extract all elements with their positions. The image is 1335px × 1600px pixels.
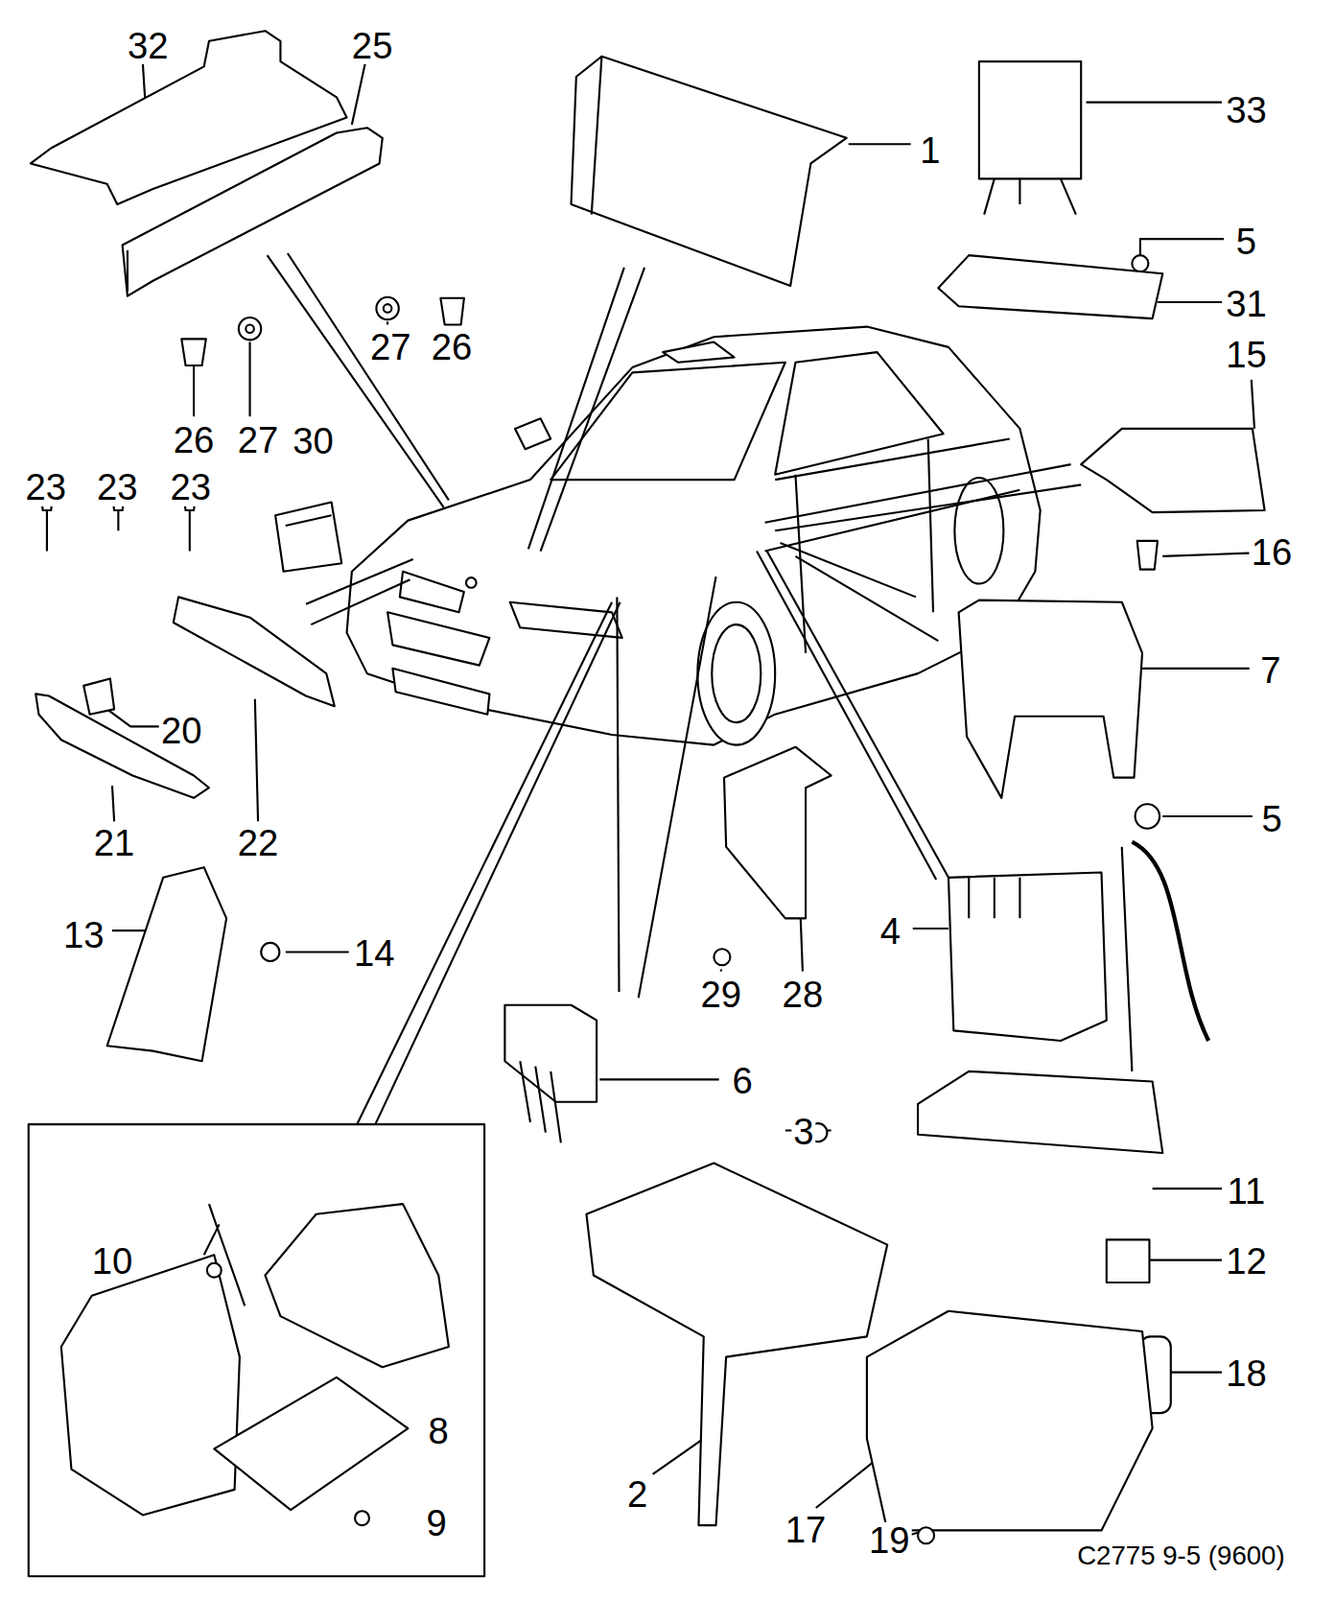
callout-number: 12: [1223, 1242, 1269, 1280]
callout-number: 26: [171, 421, 217, 459]
callout-number: 3: [791, 1113, 816, 1150]
callout-number: 5: [1259, 800, 1284, 838]
callout-number: 32: [125, 27, 171, 65]
callout-number: 7: [1258, 652, 1283, 689]
callout-number: 28: [780, 976, 826, 1013]
callout-number: 33: [1223, 92, 1269, 129]
callout-number: 22: [235, 824, 282, 862]
callout-number: 23: [168, 468, 214, 506]
callout-number: 29: [699, 976, 745, 1013]
callout-number: 8: [426, 1412, 451, 1450]
callout-number: 23: [94, 468, 141, 506]
callout-number: 25: [350, 27, 396, 65]
callout-number: 19: [866, 1522, 913, 1559]
callout-number: 6: [730, 1062, 755, 1100]
callout-number: 23: [23, 468, 70, 506]
callout-number: 15: [1223, 336, 1269, 374]
callout-number: 20: [159, 712, 205, 750]
callout-number: 17: [783, 1511, 829, 1548]
callout-number: 10: [90, 1242, 136, 1280]
callout-number: 21: [92, 824, 138, 862]
callout-number: 14: [351, 935, 398, 972]
callout-number: 11: [1225, 1172, 1268, 1210]
callout-number: 5: [1234, 223, 1259, 260]
callout-number: 30: [290, 422, 336, 460]
callout-number: 2: [625, 1475, 650, 1513]
callout-number: 27: [235, 421, 282, 459]
leader-lines: [107, 63, 1255, 1535]
figure-code: C2775 9-5 (9600): [1075, 1542, 1288, 1570]
callout-number: 9: [423, 1504, 448, 1542]
car-drawing: [347, 327, 1041, 746]
callout-number: 31: [1223, 285, 1269, 323]
callout-number: 26: [429, 327, 475, 365]
callout-number: 1: [917, 132, 942, 169]
callout-number: 18: [1223, 1355, 1269, 1392]
callout-number: 4: [878, 913, 903, 950]
callout-number: 27: [368, 327, 414, 365]
callout-number: 13: [61, 916, 107, 954]
callout-number: 16: [1249, 534, 1295, 571]
